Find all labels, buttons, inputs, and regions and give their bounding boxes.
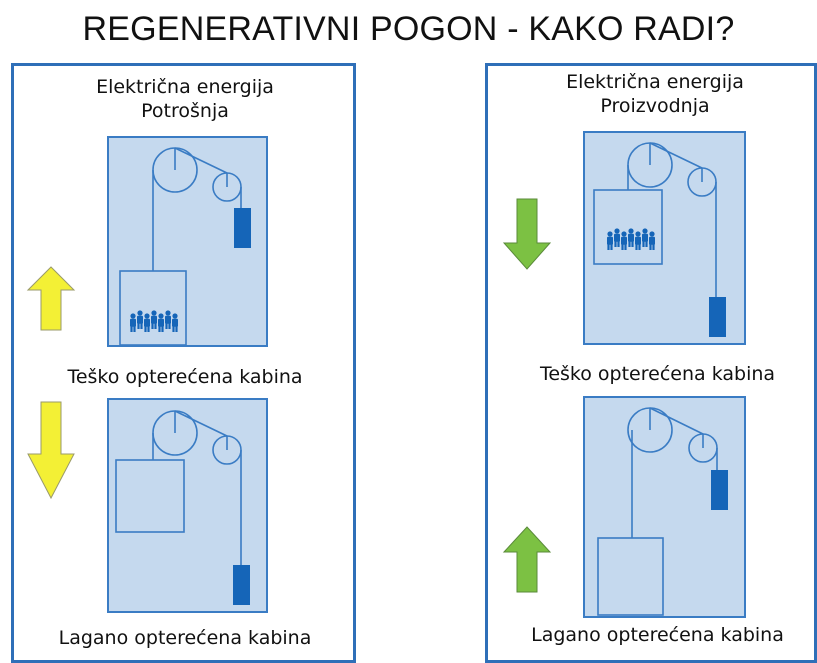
counterweight-icon: [709, 297, 726, 337]
counterweight-icon: [711, 470, 728, 510]
cabin-icon: [115, 459, 185, 533]
right-bottom-elevator: [597, 407, 718, 616]
down-arrow-icon: [502, 198, 552, 270]
right-header-line2: Proizvodnja: [600, 95, 710, 117]
right-bottom-caption: Lagano opterećena kabina: [531, 624, 784, 646]
left-header-line2: Potrošnja: [141, 100, 229, 122]
left-bottom-elevator: [115, 410, 242, 565]
right-top-caption: Teško opterećena kabina: [539, 363, 776, 385]
cabin-icon: [593, 189, 663, 265]
cabin-icon: [119, 270, 187, 346]
left-top-elevator: [119, 147, 242, 346]
right-header-line1: Električna energija: [566, 71, 744, 93]
left-bottom-caption: Lagano opterećena kabina: [58, 627, 312, 649]
diagram-title: REGENERATIVNI POGON - KAKO RADI?: [82, 10, 735, 48]
people-icon: [130, 310, 178, 332]
up-arrow-icon: [26, 266, 76, 331]
down-arrow-icon: [27, 401, 75, 500]
up-arrow-icon: [502, 526, 552, 593]
right-top-elevator: [593, 142, 717, 297]
left-header-line1: Električna energija: [96, 76, 274, 98]
cabin-icon: [597, 537, 664, 616]
left-top-caption: Teško opterećena kabina: [67, 366, 303, 388]
counterweight-icon: [234, 208, 251, 248]
counterweight-icon: [233, 565, 250, 605]
people-icon: [607, 228, 655, 250]
